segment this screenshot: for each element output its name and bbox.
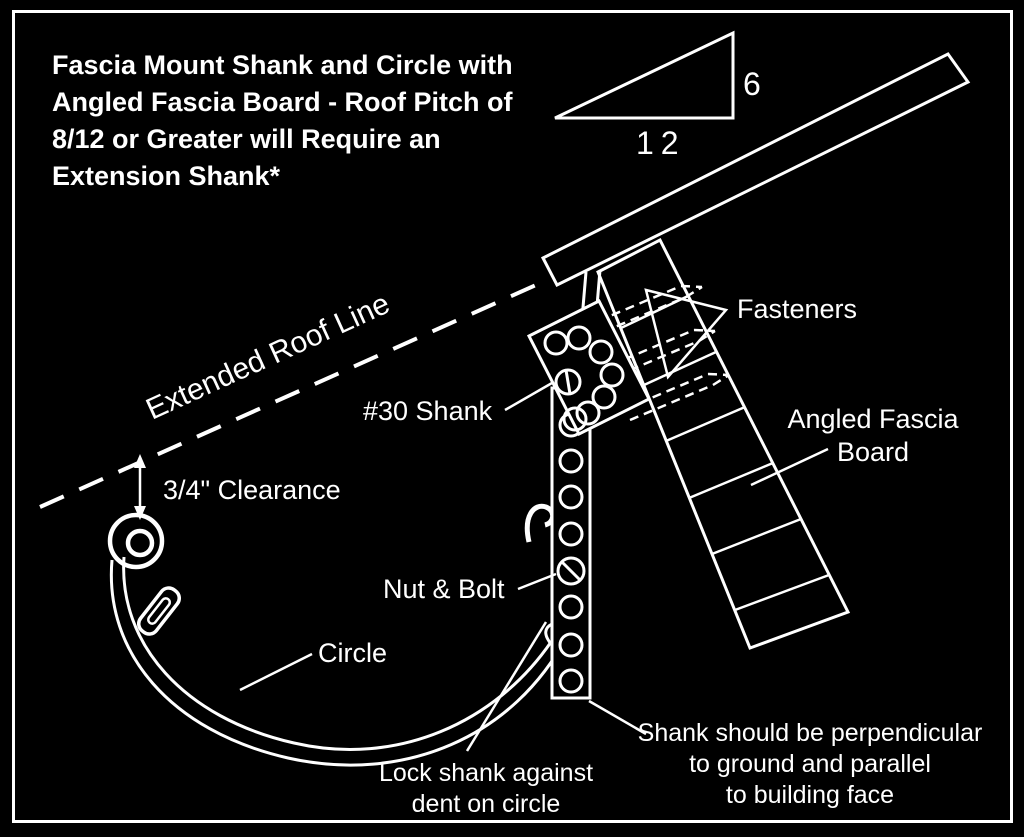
perp-note-line-2: to ground and parallel xyxy=(689,750,931,778)
angled-fascia-label-line-2: Board xyxy=(837,437,909,467)
perp-note-line-1: Shank should be perpendicular xyxy=(638,719,983,747)
figure-title: Fascia Mount Shank and Circle with Angle… xyxy=(52,50,514,191)
fascia-leader xyxy=(750,447,829,487)
shank-leader xyxy=(504,381,553,412)
circle-curl xyxy=(107,512,182,636)
perp-note-leader xyxy=(588,699,647,736)
gutter-circle-shape xyxy=(109,556,569,767)
roof-pitch-triangle: 6 12 xyxy=(554,30,761,161)
pitch-run-value: 12 xyxy=(636,125,686,161)
title-line-4: Extension Shank* xyxy=(52,161,281,191)
circle-strap-slot xyxy=(136,586,182,636)
fascia-board-outline xyxy=(596,237,851,650)
frame-border xyxy=(12,10,1013,823)
circle-leader xyxy=(239,652,313,692)
fasteners-arrow-pointer xyxy=(644,288,729,380)
shank-strip xyxy=(544,386,592,700)
nut-and-bolt xyxy=(556,556,586,586)
nut-bolt-label: Nut & Bolt xyxy=(383,574,505,604)
circle-label: Circle xyxy=(318,638,387,668)
extended-roof-line-dashed xyxy=(39,279,546,509)
nut-bolt-leader xyxy=(517,572,557,591)
shank-strip-outline xyxy=(550,386,592,700)
title-line-3: 8/12 or Greater will Require an xyxy=(52,124,441,154)
shank-label: #30 Shank xyxy=(363,396,493,426)
pitch-triangle-outline xyxy=(554,30,735,120)
fasteners-label: Fasteners xyxy=(737,294,857,324)
mount-plate-outline xyxy=(526,298,652,437)
pitch-rise-value: 6 xyxy=(743,66,761,102)
lock-note-line-2: dent on circle xyxy=(412,790,561,818)
title-line-1: Fascia Mount Shank and Circle with xyxy=(52,50,513,80)
angled-fascia-board-shape xyxy=(596,237,851,650)
perp-note-line-3: to building face xyxy=(726,781,894,809)
extended-roof-line-label: Extended Roof Line xyxy=(141,287,394,426)
shank-mount-plate xyxy=(526,298,652,437)
arrow-up-icon xyxy=(134,454,146,468)
plate-bolt xyxy=(554,368,582,396)
lock-note-line-1: Lock shank against xyxy=(379,759,593,787)
fastener-screws xyxy=(597,284,730,422)
angled-fascia-label-line-1: Angled Fascia xyxy=(787,404,959,434)
mount-plate-holes xyxy=(543,325,625,432)
shank-strip-holes xyxy=(558,412,584,694)
clearance-label: 3/4" Clearance xyxy=(163,475,341,505)
title-line-2: Angled Fascia Board - Roof Pitch of xyxy=(52,87,514,117)
arrow-down-icon xyxy=(134,506,146,520)
clearance-arrow xyxy=(134,454,146,520)
lock-note-leader xyxy=(465,621,548,752)
leader-lines xyxy=(239,381,829,752)
shank-hook xyxy=(524,503,556,543)
circle-dent xyxy=(544,622,553,645)
roof-board-shape xyxy=(540,52,971,287)
